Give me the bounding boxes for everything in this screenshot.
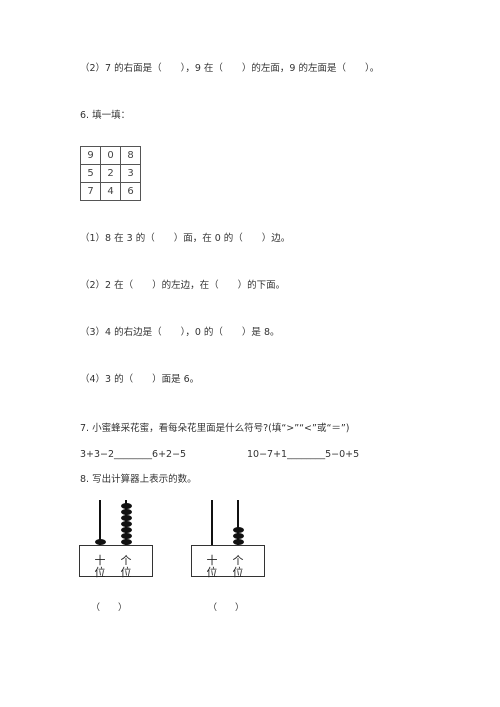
abacus-frame [79,545,153,577]
abacus-bead [120,539,132,545]
question-8-title: 8. 写出计算器上表示的数。 [80,474,197,485]
grid-cell: 0 [100,146,121,165]
abacus-bead [120,515,132,521]
grid-row: 5 2 3 [80,164,141,183]
abacus-frame [191,545,265,577]
tens-label-1: 十 [94,554,106,567]
question-7-right-expression: 10−7+1________5−0+5 [247,449,360,460]
tens-label-2: 位 [206,566,218,579]
grid-cell: 9 [80,146,101,165]
tens-label-2: 位 [94,566,106,579]
abacus-bead [232,539,244,545]
ones-label-1: 个 [232,554,244,567]
abacus-bead [120,521,132,527]
tens-rod [211,500,213,545]
ones-label-2: 位 [120,566,132,579]
question-5-part-2: （2）7 的右面是（ ），9 在（ ）的左面，9 的左面是（ ）。 [80,63,380,74]
tens-label-1: 十 [206,554,218,567]
abacus-bead [94,539,106,545]
question-7-title: 7. 小蜜蜂采花蜜，看每朵花里面是什么符号?(填“>”“<”或“＝”) [80,423,350,434]
question-6-part-1: （1）8 在 3 的（ ）面，在 0 的（ ）边。 [80,233,291,244]
ones-label-1: 个 [120,554,132,567]
answer-blank-1: （ ） [91,603,128,613]
abacus-bead [232,533,244,539]
tens-rod [99,500,101,545]
answer-blank-2: （ ） [208,603,245,613]
grid-cell: 6 [120,182,141,201]
abacus-2: 十 位 个 位 [191,500,265,580]
ones-rod [237,500,239,545]
grid-cell: 3 [120,164,141,183]
abacus-bead [120,509,132,515]
question-6-title: 6. 填一填： [80,110,131,121]
grid-cell: 2 [100,164,121,183]
question-6-part-3: （3）4 的右边是（ ），0 的（ ）是 8。 [80,327,280,338]
grid-cell: 5 [80,164,101,183]
question-6-part-4: （4）3 的（ ）面是 6。 [80,374,200,385]
abacus-bead [120,533,132,539]
grid-cell: 8 [120,146,141,165]
abacus-bead [120,503,132,509]
grid-cell: 7 [80,182,101,201]
grid-row: 9 0 8 [80,146,141,165]
grid-cell: 4 [100,182,121,201]
grid-row: 7 4 6 [80,182,141,201]
question-6-part-2: （2）2 在（ ）的左边，在（ ）的下面。 [80,280,286,291]
abacus-bead [120,527,132,533]
ones-label-2: 位 [232,566,244,579]
number-grid: 9 0 8 5 2 3 7 4 6 [80,146,141,201]
question-7-left-expression: 3+3−2________6+2−5 [80,449,187,460]
abacus-1: 十 位 个 位 [79,500,153,580]
abacus-bead [232,527,244,533]
